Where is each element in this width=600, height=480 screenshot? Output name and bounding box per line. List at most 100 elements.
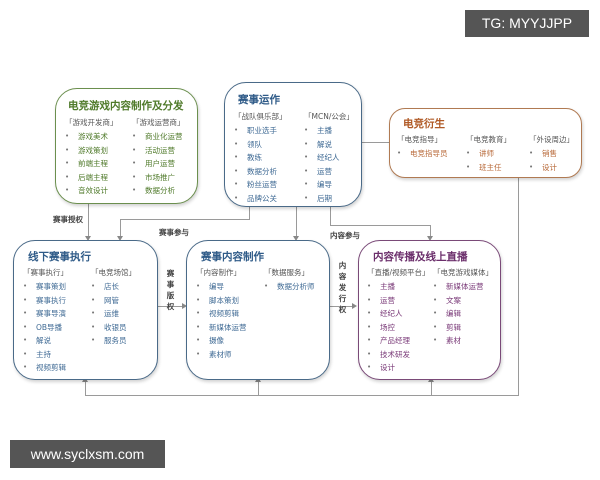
list-item: 主播: [304, 124, 354, 138]
column-head: 「电竞教育」: [466, 135, 511, 144]
list-item: 服务员: [91, 334, 136, 348]
list-item: 运营: [367, 294, 430, 308]
list-item: 品牌公关: [234, 192, 287, 206]
list-item: 前端主程: [65, 157, 118, 171]
list-item: 电竞指导员: [397, 147, 448, 161]
column-content-making: 「内容制作」 编导 脚本策划 视频剪辑 新媒体运营 摄像 素材师: [196, 265, 247, 361]
list-item: 商业化运营: [132, 130, 185, 144]
box-content-production: 赛事内容制作 「内容制作」 编导 脚本策划 视频剪辑 新媒体运营 摄像 素材师 …: [186, 240, 330, 380]
list-item: 编导: [196, 280, 247, 294]
arrow-down-icon: [117, 236, 123, 241]
list-item: 文案: [433, 294, 493, 308]
box-offline-execution: 线下赛事执行 「赛事执行」 赛事策划 赛事执行 赛事导演 OB导播 解说 主持 …: [13, 240, 158, 380]
list-item: 用户运营: [132, 157, 185, 171]
list-item: 运营: [304, 165, 354, 179]
list-item: 编辑: [433, 307, 493, 321]
connector-bottom-v2: [258, 380, 259, 396]
column-head: 「游戏运营商」: [132, 118, 185, 127]
box-title: 电竞衍生: [403, 118, 445, 130]
list-item: 设计: [367, 361, 430, 375]
list-item: 店长: [91, 280, 136, 294]
list-item: 素材师: [196, 348, 247, 362]
box-title: 赛事运作: [238, 94, 280, 106]
list-item: 赛事策划: [23, 280, 68, 294]
arrow-right-icon: [352, 303, 357, 309]
list-item: 脚本策划: [196, 294, 247, 308]
column-head: 「数据服务」: [264, 268, 309, 277]
flow-label-content-distribution-rights: 内容发行权: [338, 261, 347, 314]
list-item: 解说: [304, 138, 354, 152]
list-item: 游戏美术: [65, 130, 118, 144]
column-esports-media: 「电竞游戏媒体」 新媒体运营 文案 编辑 剪辑 素材: [433, 265, 493, 348]
list-item: 数据分析: [234, 165, 287, 179]
column-esports-venue: 「电竞场馆」 店长 网管 运维 收银员 服务员: [91, 265, 136, 348]
connector-bottom-v1: [85, 380, 86, 396]
list-item: 技术研发: [367, 348, 430, 362]
column-head: 「MCN/公会」: [304, 112, 354, 121]
list-item: 后端主程: [65, 171, 118, 185]
list-item: 运维: [91, 307, 136, 321]
column-head: 「直播/视频平台」: [367, 268, 430, 277]
connector-bottom-h: [85, 395, 519, 396]
list-item: 素材: [433, 334, 493, 348]
list-item: 赛事导演: [23, 307, 68, 321]
list-item: 市场推广: [132, 171, 185, 185]
connector-copyright: [158, 306, 184, 307]
list-item: 摄像: [196, 334, 247, 348]
list-item: 销售: [529, 147, 574, 161]
arrow-down-icon: [427, 236, 433, 241]
box-game-content: 电竞游戏内容制作及分发 「游戏开发商」 游戏美术 游戏策划 前端主程 后端主程 …: [55, 88, 198, 204]
list-item: 主播: [367, 280, 430, 294]
connector-content-participation-v2: [430, 225, 431, 238]
column-game-operator: 「游戏运营商」 商业化运营 活动运营 用户运营 市场推广 数据分析: [132, 115, 185, 198]
watermark-bottom-left: www.syclxsm.com: [10, 440, 165, 468]
connector-distribution-rights: [330, 306, 354, 307]
connector-event-participation-v1: [249, 206, 250, 220]
connector-event-participation-v2: [120, 219, 121, 238]
column-coaching: 「电竞指导」 电竞指导员: [397, 132, 448, 161]
box-title: 电竞游戏内容制作及分发: [68, 100, 184, 112]
list-item: 领队: [234, 138, 287, 152]
box-distribution: 内容传播及线上直播 「直播/视频平台」 主播 运营 经纪人 场控 产品经理 技术…: [358, 240, 501, 380]
list-item: 视频剪辑: [23, 361, 68, 375]
watermark-top-right: TG: MYYJJPP: [465, 10, 589, 37]
box-derivative: 电竞衍生 「电竞指导」 电竞指导员 「电竞教育」 讲师 班主任 「外设周边」 销…: [389, 108, 582, 178]
box-event-operation: 赛事运作 「战队俱乐部」 职业选手 领队 教练 数据分析 粉丝运营 品牌公关 「…: [224, 82, 362, 207]
list-item: 讲师: [466, 147, 511, 161]
list-item: 主持: [23, 348, 68, 362]
arrow-down-icon: [85, 236, 91, 241]
column-streaming-platform: 「直播/视频平台」 主播 运营 经纪人 场控 产品经理 技术研发 设计: [367, 265, 430, 375]
flow-label-event-participation: 赛事参与: [159, 228, 189, 237]
column-event-execution: 「赛事执行」 赛事策划 赛事执行 赛事导演 OB导播 解说 主持 视频剪辑: [23, 265, 68, 375]
list-item: 教练: [234, 151, 287, 165]
list-item: 后期: [304, 192, 354, 206]
column-peripherals: 「外设周边」 销售 设计: [529, 132, 574, 174]
flow-label-event-copyright: 赛事版权: [166, 269, 175, 311]
column-mcn-guild: 「MCN/公会」 主播 解说 经纪人 运营 编导 后期: [304, 109, 354, 205]
list-item: 视频剪辑: [196, 307, 247, 321]
connector-derivative-loop-v: [518, 178, 519, 396]
list-item: 粉丝运营: [234, 178, 287, 192]
column-head: 「游戏开发商」: [65, 118, 118, 127]
list-item: 赛事执行: [23, 294, 68, 308]
box-title: 赛事内容制作: [201, 251, 264, 263]
flow-label-content-participation: 内容参与: [330, 231, 360, 240]
column-game-developer: 「游戏开发商」 游戏美术 游戏策划 前端主程 后端主程 音效设计: [65, 115, 118, 198]
list-item: 经纪人: [304, 151, 354, 165]
list-item: OB导播: [23, 321, 68, 335]
list-item: 剪辑: [433, 321, 493, 335]
connector-event-participation-h: [120, 219, 250, 220]
box-title: 内容传播及线上直播: [373, 251, 468, 263]
connector-event-to-content: [296, 206, 297, 238]
arrow-down-icon: [293, 236, 299, 241]
column-head: 「内容制作」: [196, 268, 241, 277]
column-head: 「电竞指导」: [397, 135, 442, 144]
column-head: 「赛事执行」: [23, 268, 68, 277]
list-item: 活动运营: [132, 144, 185, 158]
list-item: 收银员: [91, 321, 136, 335]
list-item: 设计: [529, 161, 574, 175]
list-item: 新媒体运营: [196, 321, 247, 335]
column-head: 「战队俱乐部」: [234, 112, 287, 121]
list-item: 游戏策划: [65, 144, 118, 158]
list-item: 职业选手: [234, 124, 287, 138]
